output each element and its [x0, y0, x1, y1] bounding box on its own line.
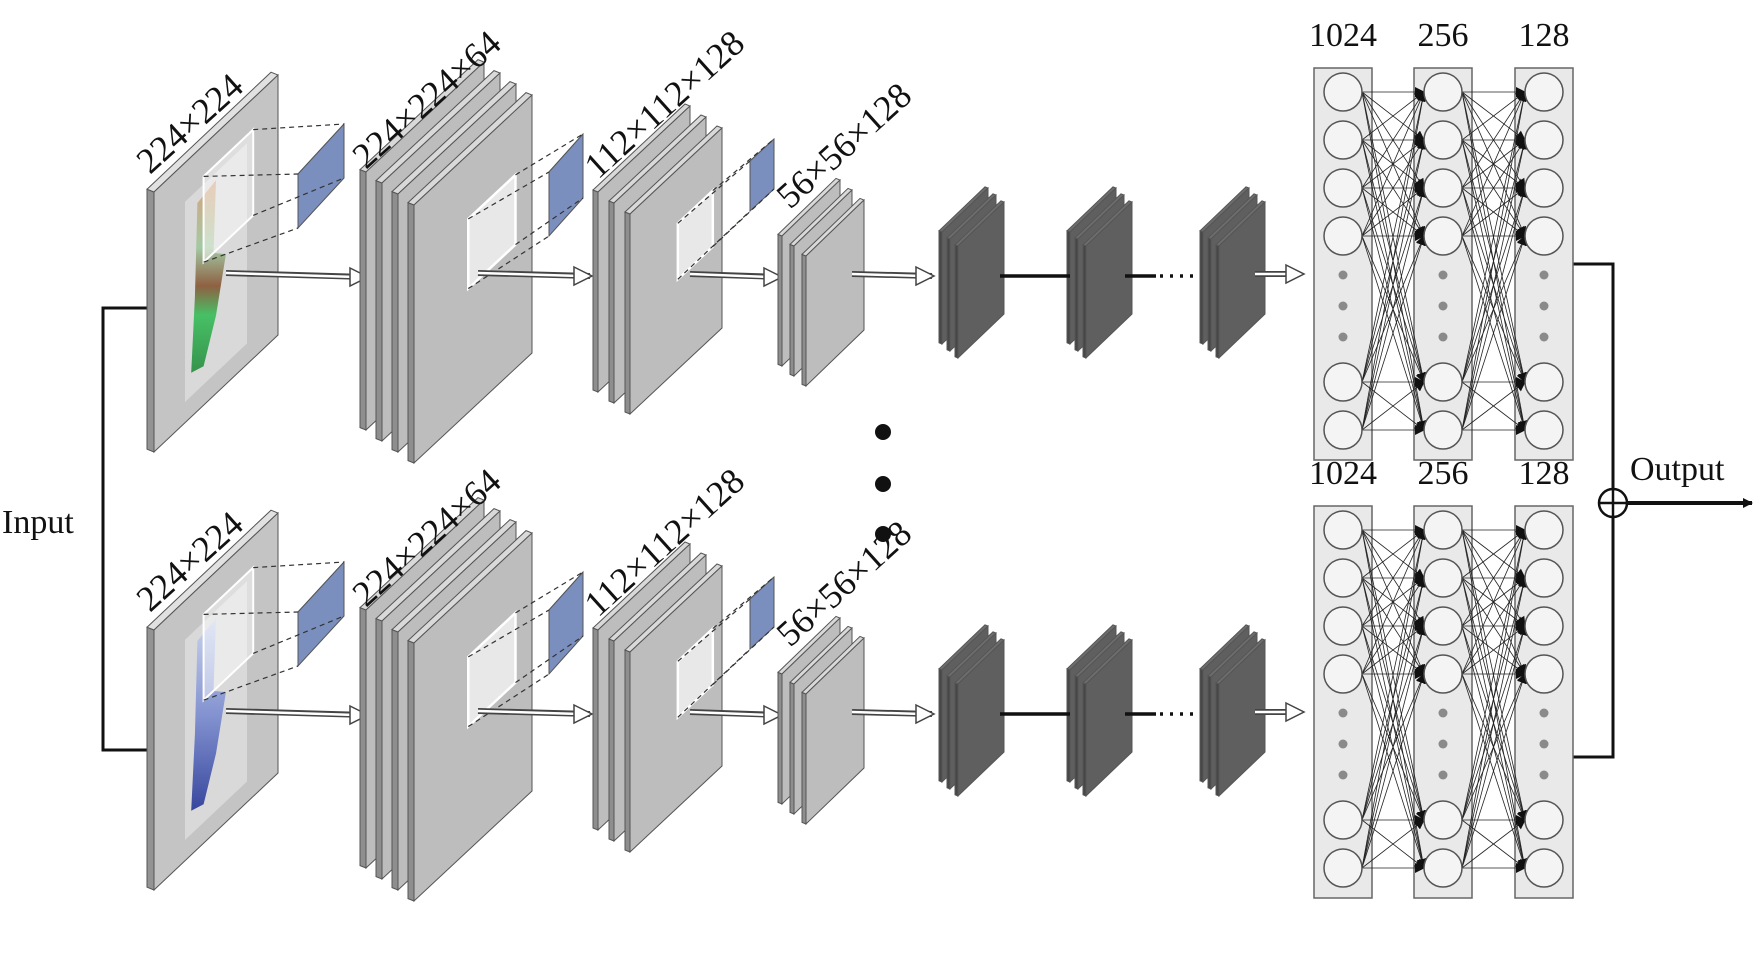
neuron	[1423, 410, 1463, 450]
kernel-2	[548, 570, 584, 676]
neuron	[1524, 654, 1564, 694]
neuron	[1323, 510, 1363, 550]
fc-connections	[1361, 87, 1529, 435]
neuron-ellipsis	[1539, 270, 1549, 280]
neuron-ellipsis	[1438, 270, 1448, 280]
neuron	[1423, 216, 1463, 256]
neuron-ellipsis	[1438, 739, 1448, 749]
neuron	[1524, 216, 1564, 256]
neuron	[1423, 168, 1463, 208]
input-label: Input	[2, 504, 74, 541]
top-branch-to-sum	[1573, 262, 1615, 489]
neuron-ellipsis	[1338, 270, 1348, 280]
neuron	[1524, 558, 1564, 598]
input-split-line	[101, 306, 154, 752]
fc-size-label: 1024	[1309, 455, 1377, 492]
deep-featuremap-1	[954, 200, 1005, 360]
kernel-1	[297, 560, 345, 668]
neuron	[1323, 410, 1363, 450]
neuron	[1423, 800, 1463, 840]
neuron-ellipsis	[1438, 770, 1448, 780]
fc-size-label: 1024	[1309, 17, 1377, 54]
neuron-ellipsis	[1539, 708, 1549, 718]
neuron	[1323, 168, 1363, 208]
neuron	[1423, 848, 1463, 888]
neuron-ellipsis	[1338, 301, 1348, 311]
deep-featuremap-3	[1215, 638, 1266, 798]
neuron	[1323, 848, 1363, 888]
neuron	[1323, 800, 1363, 840]
fc-size-label: 128	[1519, 455, 1570, 492]
neuron	[1524, 510, 1564, 550]
neuron	[1423, 606, 1463, 646]
neuron	[1323, 362, 1363, 402]
neuron	[1423, 120, 1463, 160]
neuron	[1423, 654, 1463, 694]
deep-featuremap-3	[1215, 200, 1266, 360]
neuron-ellipsis	[1438, 332, 1448, 342]
neuron	[1423, 558, 1463, 598]
neuron	[1524, 848, 1564, 888]
branch-ellipsis	[875, 424, 891, 542]
neuron	[1323, 654, 1363, 694]
deep-featuremap-1	[954, 638, 1005, 798]
neuron	[1423, 72, 1463, 112]
neuron	[1423, 362, 1463, 402]
neuron	[1524, 120, 1564, 160]
neuron-ellipsis	[1539, 332, 1549, 342]
neuron-ellipsis	[1539, 739, 1549, 749]
neuron	[1524, 362, 1564, 402]
fc-connections	[1361, 525, 1529, 873]
neuron	[1323, 72, 1363, 112]
kernel-2	[548, 132, 584, 238]
conv2-featuremap	[624, 563, 723, 854]
deep-featuremap-2	[1082, 200, 1133, 360]
conv3-featuremap	[801, 197, 865, 388]
neuron-ellipsis	[1338, 770, 1348, 780]
wiring	[101, 262, 1615, 759]
neuron-ellipsis	[1338, 332, 1348, 342]
neuron	[1524, 168, 1564, 208]
neuron	[1524, 800, 1564, 840]
neuron	[1323, 606, 1363, 646]
neuron-ellipsis	[1438, 301, 1448, 311]
fc-size-label: 256	[1418, 17, 1469, 54]
output-label: Output	[1630, 451, 1725, 488]
conv2-featuremap	[624, 125, 723, 416]
fc-size-label: 128	[1519, 17, 1570, 54]
neuron-ellipsis	[1338, 739, 1348, 749]
kernel-3	[749, 137, 775, 213]
bottom-branch-to-sum	[1573, 517, 1615, 759]
neuron	[1524, 410, 1564, 450]
fc-size-label: 256	[1418, 455, 1469, 492]
sum-node-icon	[1597, 487, 1629, 519]
kernel-1	[297, 122, 345, 230]
neuron	[1423, 510, 1463, 550]
neuron	[1524, 72, 1564, 112]
deep-featuremap-2	[1082, 638, 1133, 798]
neuron	[1323, 216, 1363, 256]
input-image-content	[191, 180, 226, 373]
neuron-ellipsis	[1539, 770, 1549, 780]
conv3-featuremap	[801, 635, 865, 826]
neuron	[1323, 558, 1363, 598]
neuron-ellipsis	[1338, 708, 1348, 718]
neuron-ellipsis	[1539, 301, 1549, 311]
neuron	[1524, 606, 1564, 646]
neuron	[1323, 120, 1363, 160]
neuron-ellipsis	[1438, 708, 1448, 718]
input-image-content	[191, 618, 226, 811]
